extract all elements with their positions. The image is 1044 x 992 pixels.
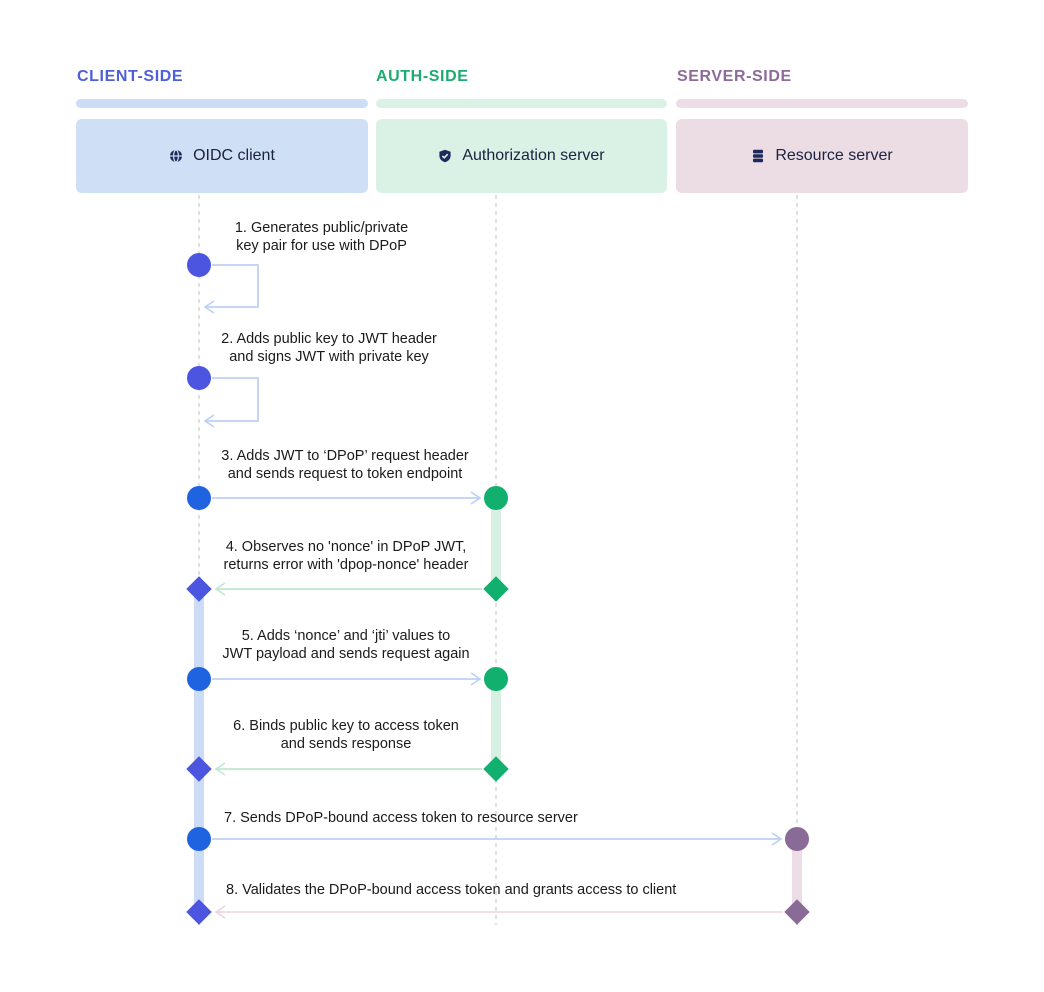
client-diamond-6 [186,756,212,782]
actor-label: Authorization server [462,147,605,164]
server-icon [751,149,765,163]
step-label-2: 2. Adds public key to JWT header and sig… [213,330,445,366]
step-line: JWT payload and sends request again [222,646,470,662]
step-line: key pair for use with DPoP [236,238,407,254]
column-bar-client [76,99,368,108]
step-line: 7. Sends DPoP-bound access token to reso… [224,810,578,826]
client-node-1 [187,253,211,277]
step-line: returns error with 'dpop-nonce' header [223,557,469,573]
server-node-7 [785,827,809,851]
step-label-1: 1. Generates public/private key pair for… [228,219,415,255]
client-node-7 [187,827,211,851]
step-line: 1. Generates public/private [234,220,409,236]
shield-check-icon [438,149,452,163]
step-line: and sends response [280,736,412,752]
actor-label: OIDC client [193,147,275,164]
step-label-4: 4. Observes no 'nonce' in DPoP JWT, retu… [209,538,483,574]
client-diamond-4 [186,576,212,602]
step-line: 6. Binds public key to access token [233,718,459,734]
server-diamond-8 [784,899,810,925]
step-label-5: 5. Adds ‘nonce’ and ‘jti’ values to JWT … [212,627,480,663]
step-line: 4. Observes no 'nonce' in DPoP JWT, [225,539,467,555]
auth-node-3 [484,486,508,510]
step-line: 8. Validates the DPoP-bound access token… [226,882,677,898]
column-bar-server [676,99,968,108]
step-line: 5. Adds ‘nonce’ and ‘jti’ values to [241,628,451,644]
step-line: 2. Adds public key to JWT header [221,331,437,347]
auth-diamond-4 [483,576,509,602]
actor-authorization-server: Authorization server [376,119,667,193]
column-bar-auth [376,99,667,108]
activation-bar-client [194,589,204,912]
globe-icon [169,149,183,163]
self-loop-arrow-2 [203,377,259,428]
step-line: and sends request to token endpoint [227,466,463,482]
step-label-6: 6. Binds public key to access token and … [222,717,470,753]
step-line: 3. Adds JWT to ‘DPoP’ request header [221,448,469,464]
activation-bar-auth-1 [491,498,501,589]
activation-bar-server [792,839,802,912]
actor-resource-server: Resource server [676,119,968,193]
step-line: and signs JWT with private key [229,349,429,365]
auth-diamond-6 [483,756,509,782]
column-header-client: CLIENT-SIDE [77,68,184,85]
activation-bar-auth-2 [491,679,501,769]
actor-oidc-client: OIDC client [76,119,368,193]
column-header-auth: AUTH-SIDE [376,68,469,85]
client-node-2 [187,366,211,390]
actor-label: Resource server [775,147,893,164]
self-loop-arrow-1 [203,264,259,314]
step-label-3: 3. Adds JWT to ‘DPoP’ request header and… [211,447,479,483]
step-label-7: 7. Sends DPoP-bound access token to reso… [224,809,578,827]
auth-node-5 [484,667,508,691]
step-label-8: 8. Validates the DPoP-bound access token… [226,881,676,899]
client-diamond-8 [186,899,212,925]
client-node-3 [187,486,211,510]
column-header-server: SERVER-SIDE [677,68,792,85]
client-node-5 [187,667,211,691]
